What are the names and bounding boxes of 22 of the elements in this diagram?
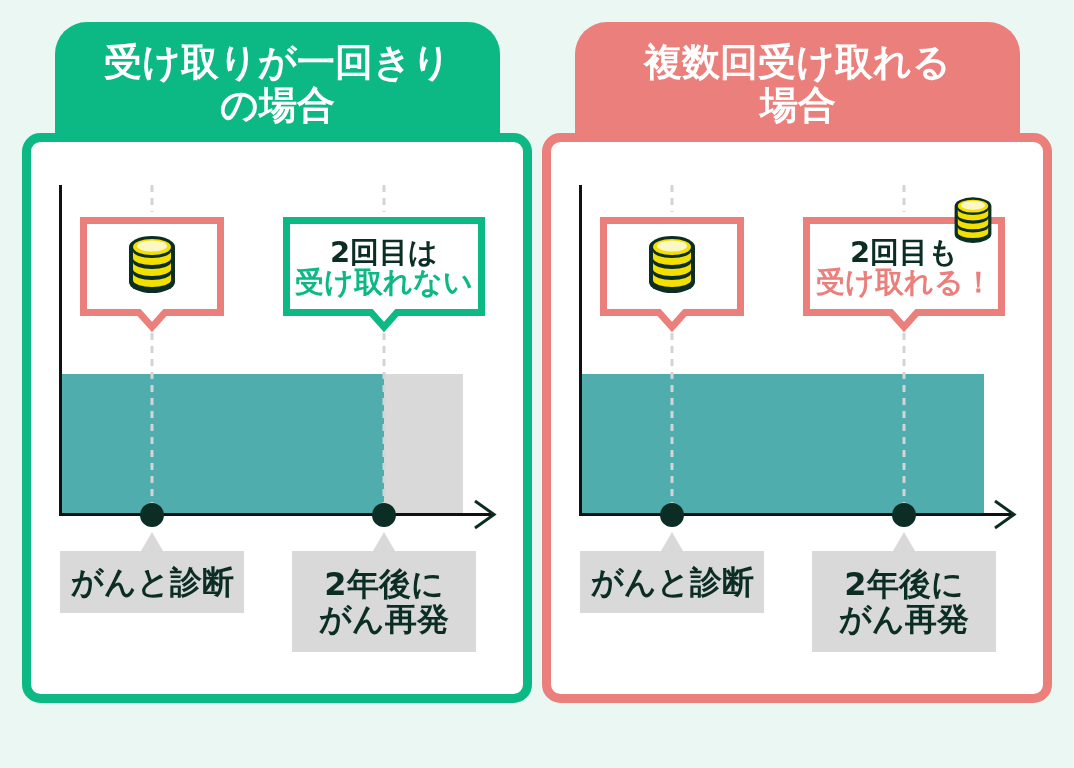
panel-heading: 受け取りが一回きりの場合 bbox=[103, 41, 452, 127]
speech-bubble bbox=[600, 217, 744, 333]
tabbed-panel bbox=[542, 22, 1052, 703]
callout-text: がんと診断 bbox=[590, 564, 754, 600]
callout-box bbox=[580, 532, 764, 613]
dashed-line bbox=[902, 333, 906, 503]
callout-text: 2年後にがん再発 bbox=[839, 566, 969, 637]
panel-heading: 複数回受け取れる場合 bbox=[642, 41, 952, 127]
speech-bubble bbox=[80, 217, 224, 333]
callout-text: 2回目は bbox=[329, 236, 439, 267]
tabbed-panel bbox=[22, 22, 532, 703]
dashed-line bbox=[670, 333, 674, 503]
callout-text: 受け取れない bbox=[295, 266, 473, 297]
dashed-line bbox=[382, 333, 386, 503]
callout-text: 2年後にがん再発 bbox=[319, 566, 449, 637]
callout-text: 2回目も bbox=[849, 236, 959, 267]
callout-text: 受け取れる！ bbox=[815, 266, 993, 297]
callout-box bbox=[60, 532, 244, 613]
callout-text: がんと診断 bbox=[70, 564, 234, 600]
callout-box bbox=[292, 532, 476, 652]
callout-box bbox=[812, 532, 996, 652]
dashed-line bbox=[150, 333, 154, 503]
